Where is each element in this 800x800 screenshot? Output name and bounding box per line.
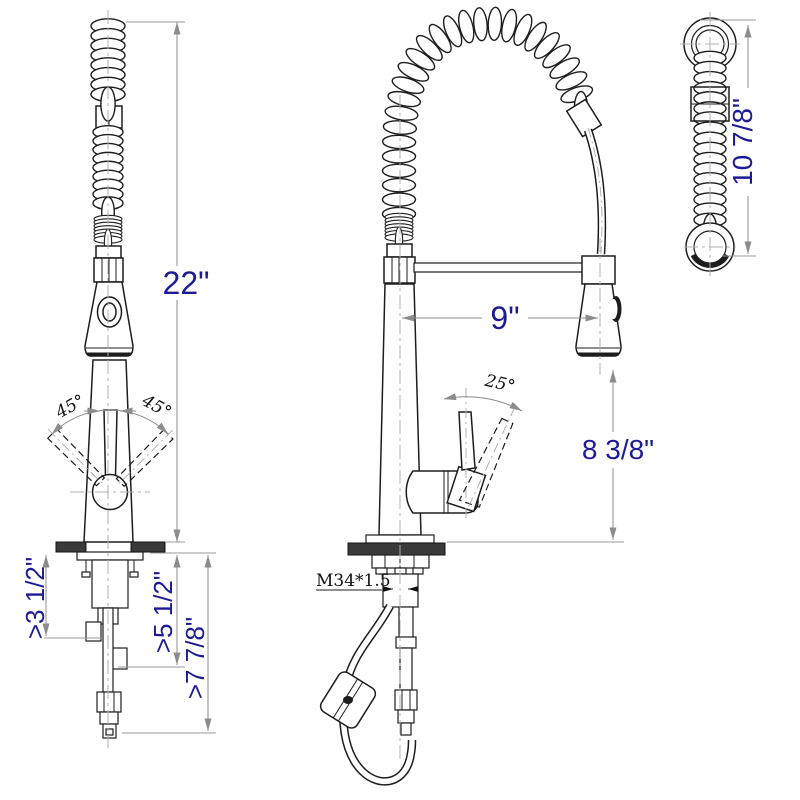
thread-spec: M34*1.5	[316, 571, 391, 591]
dim-clearance-2: >5 1/2"	[148, 571, 178, 653]
dim-spout-reach: 9"	[490, 300, 519, 336]
spray-hose-detail-view: 10 7/8"	[680, 12, 758, 280]
countertop-left	[55, 541, 87, 553]
dim-angle-right: 45°	[138, 390, 175, 423]
mounting-plate	[76, 551, 144, 561]
handle-lever	[103, 409, 118, 477]
dim-clearance-3: >7 7/8"	[180, 617, 210, 699]
handle-rotated-left	[46, 428, 106, 487]
weight-screw	[343, 696, 353, 704]
swing-arc	[51, 409, 169, 435]
handle-lever-front	[458, 411, 476, 471]
dim-overall-height: 22"	[163, 265, 210, 301]
handle-swing-arc	[443, 393, 523, 412]
spray-head-holder	[581, 255, 616, 285]
spring-arch	[381, 6, 594, 222]
hex-nut	[96, 691, 122, 713]
dim-clearance-1: >3 1/2"	[20, 557, 50, 639]
handle-rotated-right	[115, 428, 174, 488]
shank-body	[91, 559, 129, 609]
side-view: 22" 45° 45° >3 1/2" >5 1/2" >7 7/8"	[20, 10, 216, 748]
front-view: 9" 25° 8 3/8" M34*1.5	[316, 6, 654, 786]
countertop-right	[130, 541, 166, 553]
hex-nut-front	[394, 689, 418, 711]
spray-mode-button	[102, 302, 117, 322]
dim-hose-length: 10 7/8"	[727, 98, 758, 186]
spray-head-front	[575, 283, 622, 357]
countertop-front	[347, 542, 446, 556]
supply-tube-front	[398, 606, 414, 640]
spring-end-cap	[565, 98, 603, 138]
dim-handle-angle: 25°	[482, 371, 517, 397]
dim-angle-left: 45°	[52, 391, 89, 424]
dim-head-height: 8 3/8"	[582, 434, 654, 465]
tube-end-fitting-front	[400, 722, 412, 736]
spray-support-arm	[413, 262, 585, 273]
outlet-left	[85, 621, 102, 642]
handle-rotated-front	[458, 406, 516, 516]
